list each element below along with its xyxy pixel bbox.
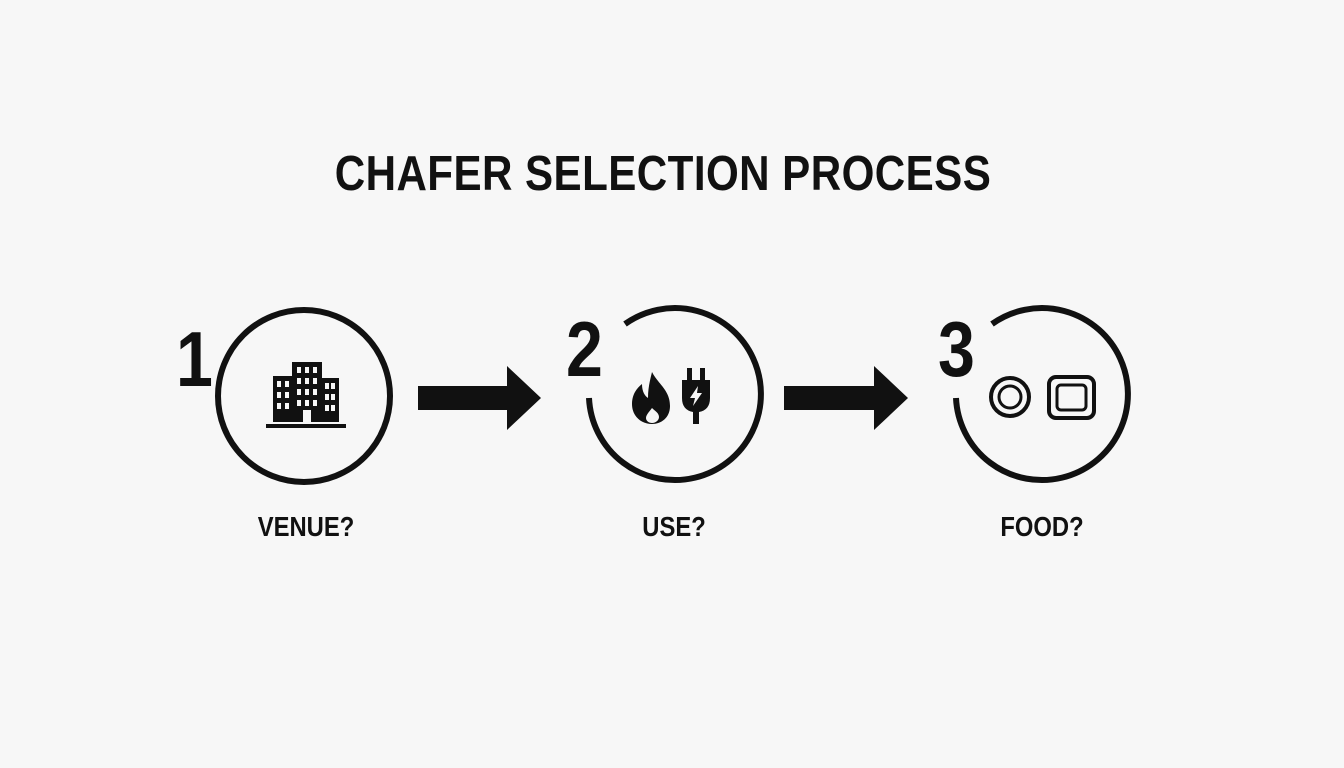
step-1-circle bbox=[215, 307, 393, 485]
step-2-number: 2 bbox=[566, 305, 603, 393]
step-1-label: VENUE? bbox=[257, 511, 355, 542]
square-pan-icon bbox=[1047, 375, 1096, 420]
step-2-circle bbox=[586, 305, 764, 484]
step-3-label: FOOD? bbox=[1000, 511, 1084, 542]
round-pan-icon bbox=[989, 376, 1031, 418]
diagram-title: CHAFER SELECTION PROCESS bbox=[334, 147, 992, 201]
step-3-number: 3 bbox=[938, 305, 975, 393]
flame-icon bbox=[632, 372, 670, 424]
building-icon bbox=[266, 362, 346, 428]
step-2-label: USE? bbox=[642, 511, 706, 542]
arrow-right-1 bbox=[418, 366, 541, 430]
step-3-circle bbox=[953, 305, 1131, 484]
electric-plug-icon bbox=[682, 368, 710, 424]
step-1-number: 1 bbox=[176, 315, 213, 403]
arrow-right-2 bbox=[784, 366, 908, 430]
